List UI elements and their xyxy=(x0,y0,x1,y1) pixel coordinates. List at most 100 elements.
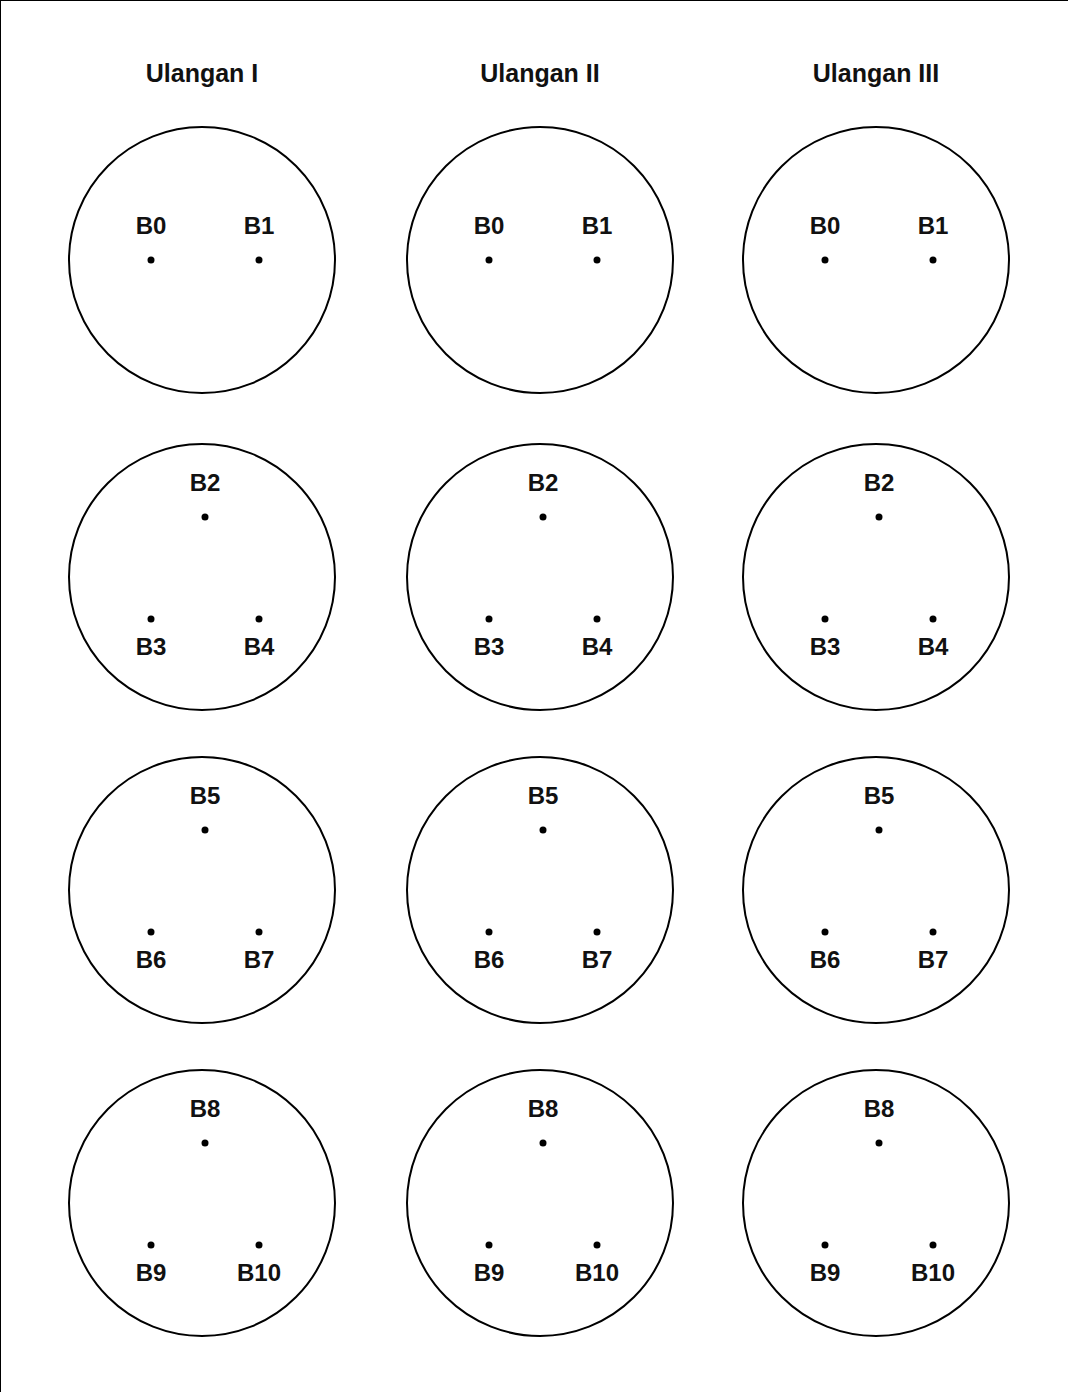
dish-circle xyxy=(743,757,1009,1023)
sample-point xyxy=(256,257,263,264)
sample-point xyxy=(540,1140,547,1147)
dish-circle xyxy=(69,127,335,393)
petri-dish: B2B3 B4 xyxy=(67,442,337,712)
column-heading: Ulangan III xyxy=(813,61,939,86)
petri-dish: B5B6 B7 xyxy=(67,755,337,1025)
petri-dish: B5B6 B7 xyxy=(741,755,1011,1025)
sample-point xyxy=(822,929,829,936)
sample-point xyxy=(540,827,547,834)
point-label: B5 xyxy=(864,784,895,808)
sample-point xyxy=(148,1242,155,1249)
point-label: B7 xyxy=(582,948,613,972)
point-label: B3 xyxy=(474,635,505,659)
point-label: B9 xyxy=(474,1261,505,1285)
point-label: B10 xyxy=(237,1261,281,1285)
sample-point xyxy=(594,616,601,623)
point-label: B2 xyxy=(528,471,559,495)
point-label: B9 xyxy=(136,1261,167,1285)
dish-circle xyxy=(743,1070,1009,1336)
sample-point xyxy=(930,257,937,264)
point-label: B7 xyxy=(244,948,275,972)
point-label: B6 xyxy=(136,948,167,972)
dish-circle xyxy=(69,444,335,710)
sample-point xyxy=(594,257,601,264)
column-heading: Ulangan I xyxy=(146,61,259,86)
point-label: B1 xyxy=(582,214,613,238)
point-label: B4 xyxy=(582,635,613,659)
point-label: B8 xyxy=(528,1097,559,1121)
dish-circle xyxy=(407,127,673,393)
dish-circle xyxy=(407,1070,673,1336)
petri-dish: B2B3 B4 xyxy=(405,442,675,712)
sample-point xyxy=(594,929,601,936)
dish-circle xyxy=(407,444,673,710)
dish-outline xyxy=(67,125,337,395)
point-label: B10 xyxy=(575,1261,619,1285)
sample-point xyxy=(930,929,937,936)
point-label: B0 xyxy=(810,214,841,238)
dish-circle xyxy=(743,444,1009,710)
point-label: B10 xyxy=(911,1261,955,1285)
sample-point xyxy=(876,1140,883,1147)
sample-point xyxy=(148,929,155,936)
column-heading: Ulangan II xyxy=(480,61,599,86)
sample-point xyxy=(930,616,937,623)
sample-point xyxy=(822,257,829,264)
point-label: B5 xyxy=(528,784,559,808)
point-label: B4 xyxy=(918,635,949,659)
sample-point xyxy=(822,1242,829,1249)
petri-dish: B8B9 B10 xyxy=(405,1068,675,1338)
petri-dish: B8B9 B10 xyxy=(741,1068,1011,1338)
sample-point xyxy=(822,616,829,623)
petri-dish: B5B6 B7 xyxy=(405,755,675,1025)
sample-point xyxy=(540,514,547,521)
point-label: B2 xyxy=(190,471,221,495)
sample-point xyxy=(256,616,263,623)
point-label: B8 xyxy=(190,1097,221,1121)
petri-dish: B0 B1 xyxy=(741,125,1011,395)
petri-dish: B0 B1 xyxy=(67,125,337,395)
sample-point xyxy=(930,1242,937,1249)
sample-point xyxy=(202,1140,209,1147)
sample-point xyxy=(486,929,493,936)
point-label: B3 xyxy=(136,635,167,659)
sample-point xyxy=(486,257,493,264)
frame-line xyxy=(0,0,1,1392)
dish-outline xyxy=(741,125,1011,395)
point-label: B1 xyxy=(244,214,275,238)
sample-point xyxy=(876,514,883,521)
petri-dish: B0 B1 xyxy=(405,125,675,395)
sample-point xyxy=(486,616,493,623)
point-label: B0 xyxy=(136,214,167,238)
point-label: B4 xyxy=(244,635,275,659)
sample-point xyxy=(486,1242,493,1249)
dish-circle xyxy=(407,757,673,1023)
point-label: B7 xyxy=(918,948,949,972)
point-label: B1 xyxy=(918,214,949,238)
dish-circle xyxy=(69,757,335,1023)
frame-line xyxy=(0,0,1068,1)
sample-point xyxy=(594,1242,601,1249)
point-label: B8 xyxy=(864,1097,895,1121)
sample-point xyxy=(148,616,155,623)
point-label: B9 xyxy=(810,1261,841,1285)
point-label: B2 xyxy=(864,471,895,495)
sample-point xyxy=(256,929,263,936)
sample-point xyxy=(256,1242,263,1249)
sample-point xyxy=(148,257,155,264)
sample-point xyxy=(202,514,209,521)
dish-circle xyxy=(743,127,1009,393)
dish-outline xyxy=(405,125,675,395)
point-label: B0 xyxy=(474,214,505,238)
petri-dish: B8B9 B10 xyxy=(67,1068,337,1338)
dish-circle xyxy=(69,1070,335,1336)
petri-dish: B2B3 B4 xyxy=(741,442,1011,712)
sample-point xyxy=(202,827,209,834)
sample-point xyxy=(876,827,883,834)
point-label: B6 xyxy=(810,948,841,972)
point-label: B3 xyxy=(810,635,841,659)
point-label: B6 xyxy=(474,948,505,972)
point-label: B5 xyxy=(190,784,221,808)
